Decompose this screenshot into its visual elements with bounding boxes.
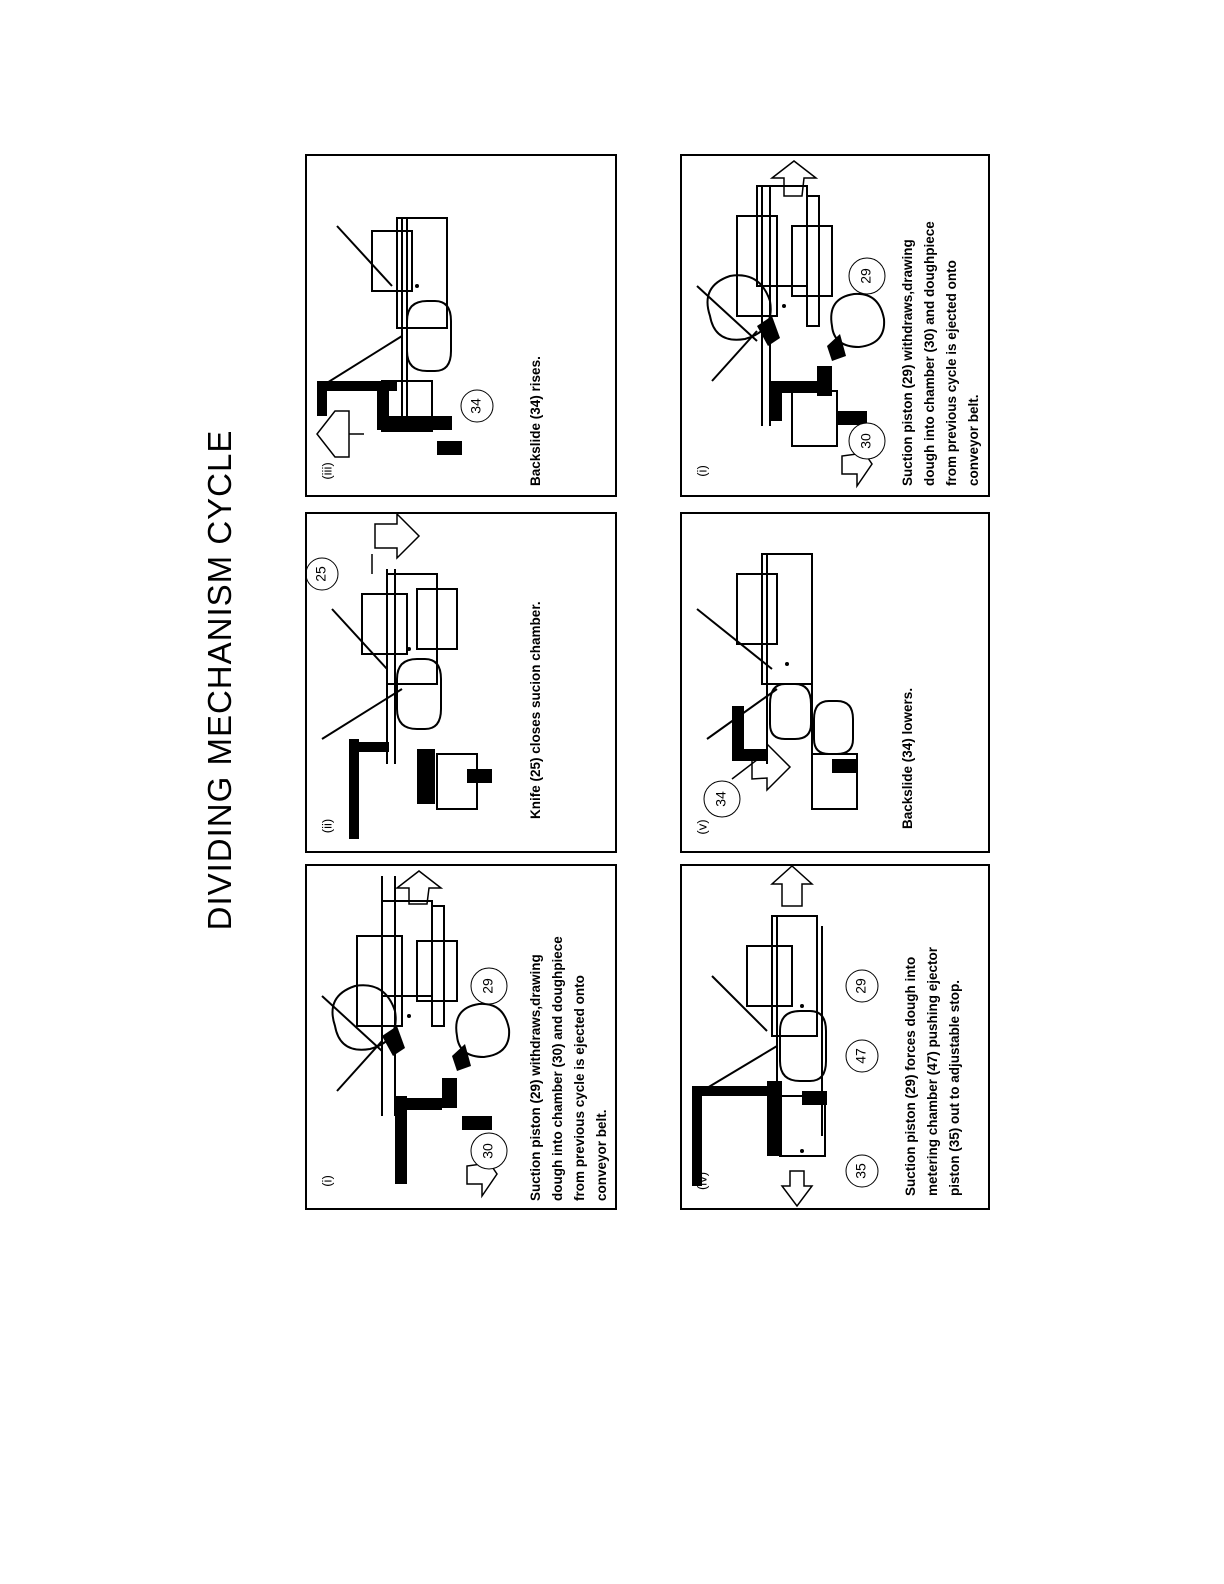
callout-47: 47 — [853, 1048, 869, 1064]
callout-35: 35 — [853, 1163, 869, 1179]
step-caption: Suction piston (29) withdraws,drawing do… — [528, 936, 609, 1201]
mechanism-diagram: 30 29 — [321, 870, 511, 1199]
step-caption: Suction piston (29) forces dough into me… — [903, 946, 962, 1196]
callout-30: 30 — [480, 1143, 496, 1159]
mechanism-diagram: 34 — [316, 217, 494, 458]
mechanism-diagram: 35 47 29 — [692, 866, 879, 1208]
mechanism-diagram: 25 — [307, 514, 492, 839]
mechanism-diagram: 30 29 — [696, 160, 886, 489]
callout-29: 29 — [480, 978, 496, 994]
callout-25: 25 — [313, 566, 329, 582]
callout-29: 29 — [858, 268, 874, 284]
callout-29: 29 — [853, 978, 869, 994]
step-caption: Knife (25) closes sucion chamber. — [528, 601, 543, 819]
panel-step-5: (v) 34 Backslide (34) lowers. — [680, 512, 990, 853]
callout-34: 34 — [468, 398, 484, 414]
panel-step-4: (iv) 35 47 29 — [680, 864, 990, 1210]
panel-step-1-repeat: (i) 30 29 — [680, 154, 990, 497]
callout-30: 30 — [858, 433, 874, 449]
panel-step-3: (iii) 34 Backslide (34) rises — [305, 154, 617, 497]
step-caption: Backslide (34) lowers. — [900, 687, 915, 829]
step-caption: Suction piston (29) withdraws,drawing do… — [900, 221, 981, 486]
panel-step-1: (i) 30 29 — [305, 864, 617, 1210]
step-caption: Backslide (34) rises. — [528, 356, 543, 486]
panel-step-2: (ii) 25 Knife (25) closes sucio — [305, 512, 617, 853]
callout-34: 34 — [713, 791, 729, 807]
mechanism-diagram: 34 — [696, 553, 858, 818]
